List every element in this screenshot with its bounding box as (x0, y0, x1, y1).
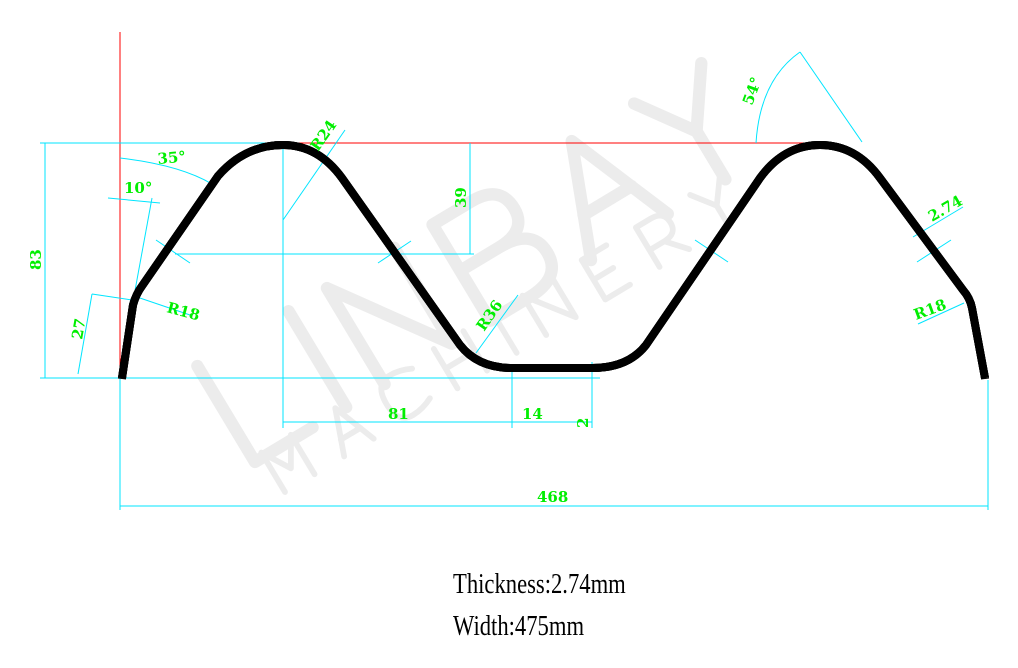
radius-crest: R24 (307, 117, 341, 155)
dimension-lines (40, 51, 989, 510)
dim-crest-to-valley: 81 (388, 405, 409, 423)
dim-crest-depth: 39 (452, 187, 470, 208)
angle-right-flank: 54° (739, 75, 766, 108)
thickness-spec: Thickness:2.74mm (453, 568, 626, 600)
dim-lip-height: 27 (68, 317, 89, 341)
profile-end-left (117, 377, 127, 380)
width-spec: Width:475mm (453, 610, 585, 642)
dim-valley-offset: 2 (574, 418, 592, 428)
dim-total-height: 83 (27, 249, 45, 270)
radius-right-lip: R18 (911, 295, 948, 323)
watermark-logo (191, 56, 732, 495)
angle-lip: 10° (124, 179, 152, 197)
profile-end-right (980, 377, 990, 380)
profile-shape (122, 141, 985, 378)
angle-left-flank: 35° (157, 148, 187, 168)
radius-left-lip: R18 (165, 298, 202, 324)
dim-valley-flat: 14 (522, 405, 543, 423)
dim-thickness: 2.74 (925, 192, 966, 226)
dim-overall-width: 468 (537, 488, 568, 506)
